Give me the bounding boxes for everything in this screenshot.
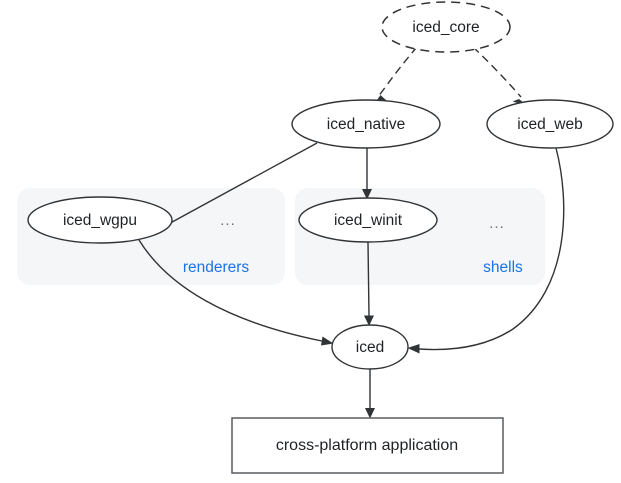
node-iced-winit-label: iced_winit	[334, 212, 403, 229]
node-iced-web-shape[interactable]	[486, 99, 614, 149]
node-iced-web-label: iced_web	[517, 116, 583, 133]
edge-path	[162, 142, 318, 228]
node-iced-wgpu-label: iced_wgpu	[63, 212, 137, 229]
edge-iced-native-to-iced-winit	[362, 148, 372, 200]
node-cross-platform-application[interactable]: cross-platform application	[231, 417, 504, 474]
node-iced-wgpu[interactable]: iced_wgpu	[27, 196, 173, 244]
edge-iced-winit-to-iced	[364, 241, 374, 326]
node-iced-native-shape[interactable]	[291, 99, 441, 149]
node-iced-native-label: iced_native	[327, 116, 405, 133]
edge-path	[367, 241, 370, 317]
arrow-head	[365, 408, 375, 419]
edge-path	[138, 239, 323, 342]
arrow-head	[321, 336, 334, 346]
node-iced-shape[interactable]	[331, 324, 409, 370]
cluster-renderers-ellipsis: ...	[220, 212, 236, 229]
edge-iced-wgpu-to-iced	[138, 239, 334, 346]
edge-iced-core-to-iced-web	[472, 46, 528, 106]
cluster-shells-label: shells	[483, 259, 523, 276]
node-iced-web[interactable]: iced_web	[486, 99, 614, 149]
cluster-shells-ellipsis: ...	[489, 215, 505, 232]
cluster-renderers-label: renderers	[183, 259, 250, 276]
node-iced-winit[interactable]: iced_winit	[298, 197, 438, 243]
node-iced-winit-shape[interactable]	[298, 197, 438, 243]
node-iced-core-shape[interactable]	[381, 1, 511, 53]
node-iced[interactable]: iced	[331, 324, 409, 370]
node-iced-core[interactable]: iced_core	[381, 1, 511, 53]
node-iced-core-label: iced_core	[412, 19, 479, 36]
arrow-head	[362, 189, 372, 200]
arrow-head	[364, 315, 374, 326]
edge-path	[418, 147, 565, 351]
edge-iced-to-app	[365, 369, 375, 419]
node-iced-label: iced	[356, 339, 384, 356]
edge-iced-web-to-iced	[407, 147, 565, 354]
arrow-head	[407, 344, 420, 354]
node-iced-native[interactable]: iced_native	[291, 99, 441, 149]
edge-iced-core-to-iced-native	[372, 46, 418, 107]
node-cross-platform-application-shape[interactable]	[231, 417, 504, 474]
node-cross-platform-application-label: cross-platform application	[276, 437, 458, 454]
edge-path	[472, 46, 522, 98]
edge-path	[377, 46, 418, 98]
node-iced-wgpu-shape[interactable]	[27, 196, 173, 244]
